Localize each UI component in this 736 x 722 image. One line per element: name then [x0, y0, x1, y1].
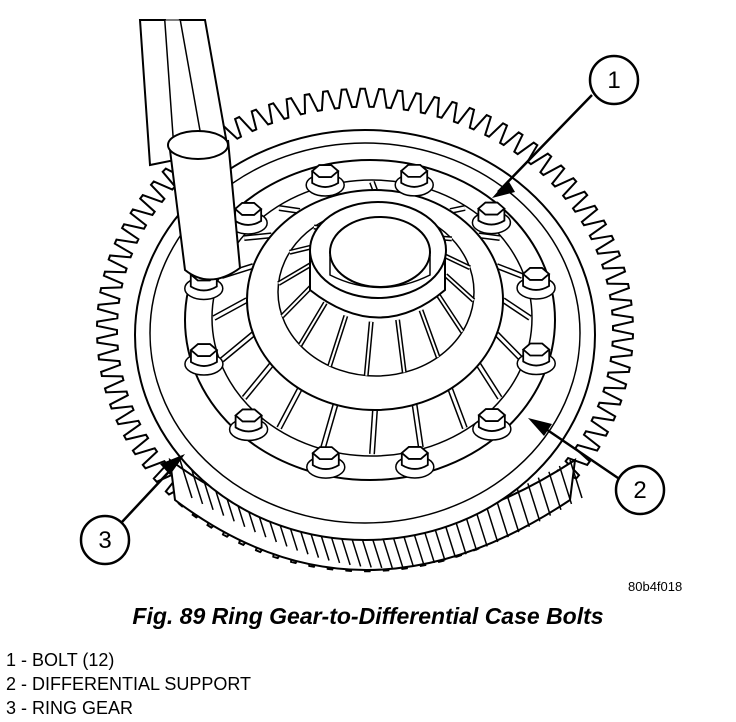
callout-3: 3: [79, 454, 185, 566]
callout-1-number: 1: [607, 67, 620, 94]
differential-case-flange-edge: [211, 179, 533, 457]
bolt: [471, 201, 512, 235]
bolt: [228, 202, 268, 235]
bearing-hub-bore-wall: [329, 255, 431, 289]
bolt-group: [184, 164, 556, 479]
socket-tool: [138, 19, 242, 281]
bolt: [305, 164, 345, 197]
bolt: [472, 408, 512, 441]
figure-caption: Fig. 89 Ring Gear-to-Differential Case B…: [132, 603, 604, 629]
bolt: [184, 343, 224, 376]
callout-2-number: 2: [633, 477, 646, 504]
callout-3-number: 3: [98, 527, 111, 554]
bolt: [394, 164, 434, 197]
legend-item-differential-support: 2 - DIFFERENTIAL SUPPORT: [6, 674, 252, 694]
bolt: [516, 342, 556, 376]
legend-item-ring-gear: 3 - RING GEAR: [6, 698, 134, 718]
ring-gear-diagram: 1 2 3: [79, 19, 666, 573]
callout-1: 1: [492, 54, 640, 198]
bolt: [228, 408, 269, 442]
bolt: [395, 446, 435, 479]
legend-item-bolt: 1 - BOLT (12): [6, 650, 115, 670]
bolt: [306, 446, 346, 479]
bearing-hub-bore: [329, 216, 431, 288]
ring-gear-inner-edge: [149, 142, 581, 524]
legend: 1 - BOLT (12) 2 - DIFFERENTIAL SUPPORT 3…: [6, 648, 251, 720]
figure-code: 80b4f018: [628, 579, 683, 594]
callout-2: 2: [528, 418, 666, 516]
bolt: [516, 267, 556, 300]
